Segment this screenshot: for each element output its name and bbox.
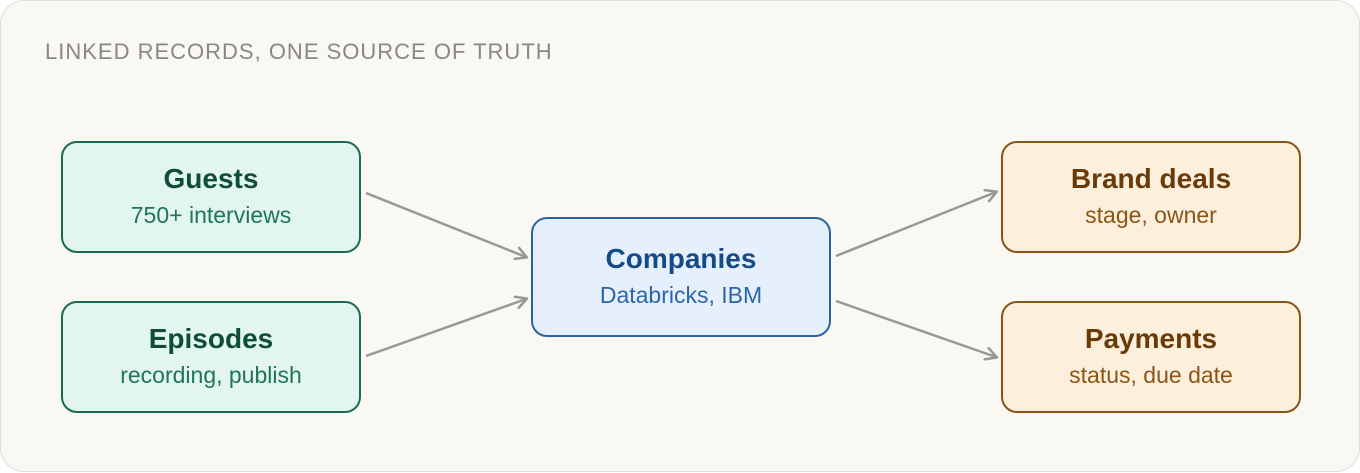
node-brand-deals-title: Brand deals (1070, 163, 1232, 194)
node-brand-deals-subtitle: stage, owner (1085, 202, 1217, 228)
node-guests: Guests 750+ interviews (61, 141, 361, 253)
node-payments-title: Payments (1084, 323, 1218, 354)
edge-companies-to-brand-deals (835, 192, 996, 258)
diagram-caption: LINKED RECORDS, ONE SOURCE OF TRUTH (45, 39, 553, 64)
node-guests-subtitle: 750+ interviews (130, 202, 292, 228)
node-companies-subtitle: Databricks, IBM (599, 282, 763, 308)
node-episodes-title: Episodes (148, 323, 274, 354)
node-companies-title: Companies (605, 243, 757, 274)
edge-episodes-to-companies (365, 299, 526, 358)
node-payments-subtitle: status, due date (1069, 362, 1233, 388)
node-episodes: Episodes recording, publish (61, 301, 361, 413)
edge-companies-to-payments (835, 299, 996, 357)
node-payments: Payments status, due date (1001, 301, 1301, 413)
edge-guests-to-companies (365, 191, 526, 257)
node-episodes-subtitle: recording, publish (120, 362, 302, 388)
node-brand-deals: Brand deals stage, owner (1001, 141, 1301, 253)
node-guests-title: Guests (163, 163, 259, 194)
node-companies: Companies Databricks, IBM (531, 217, 831, 337)
